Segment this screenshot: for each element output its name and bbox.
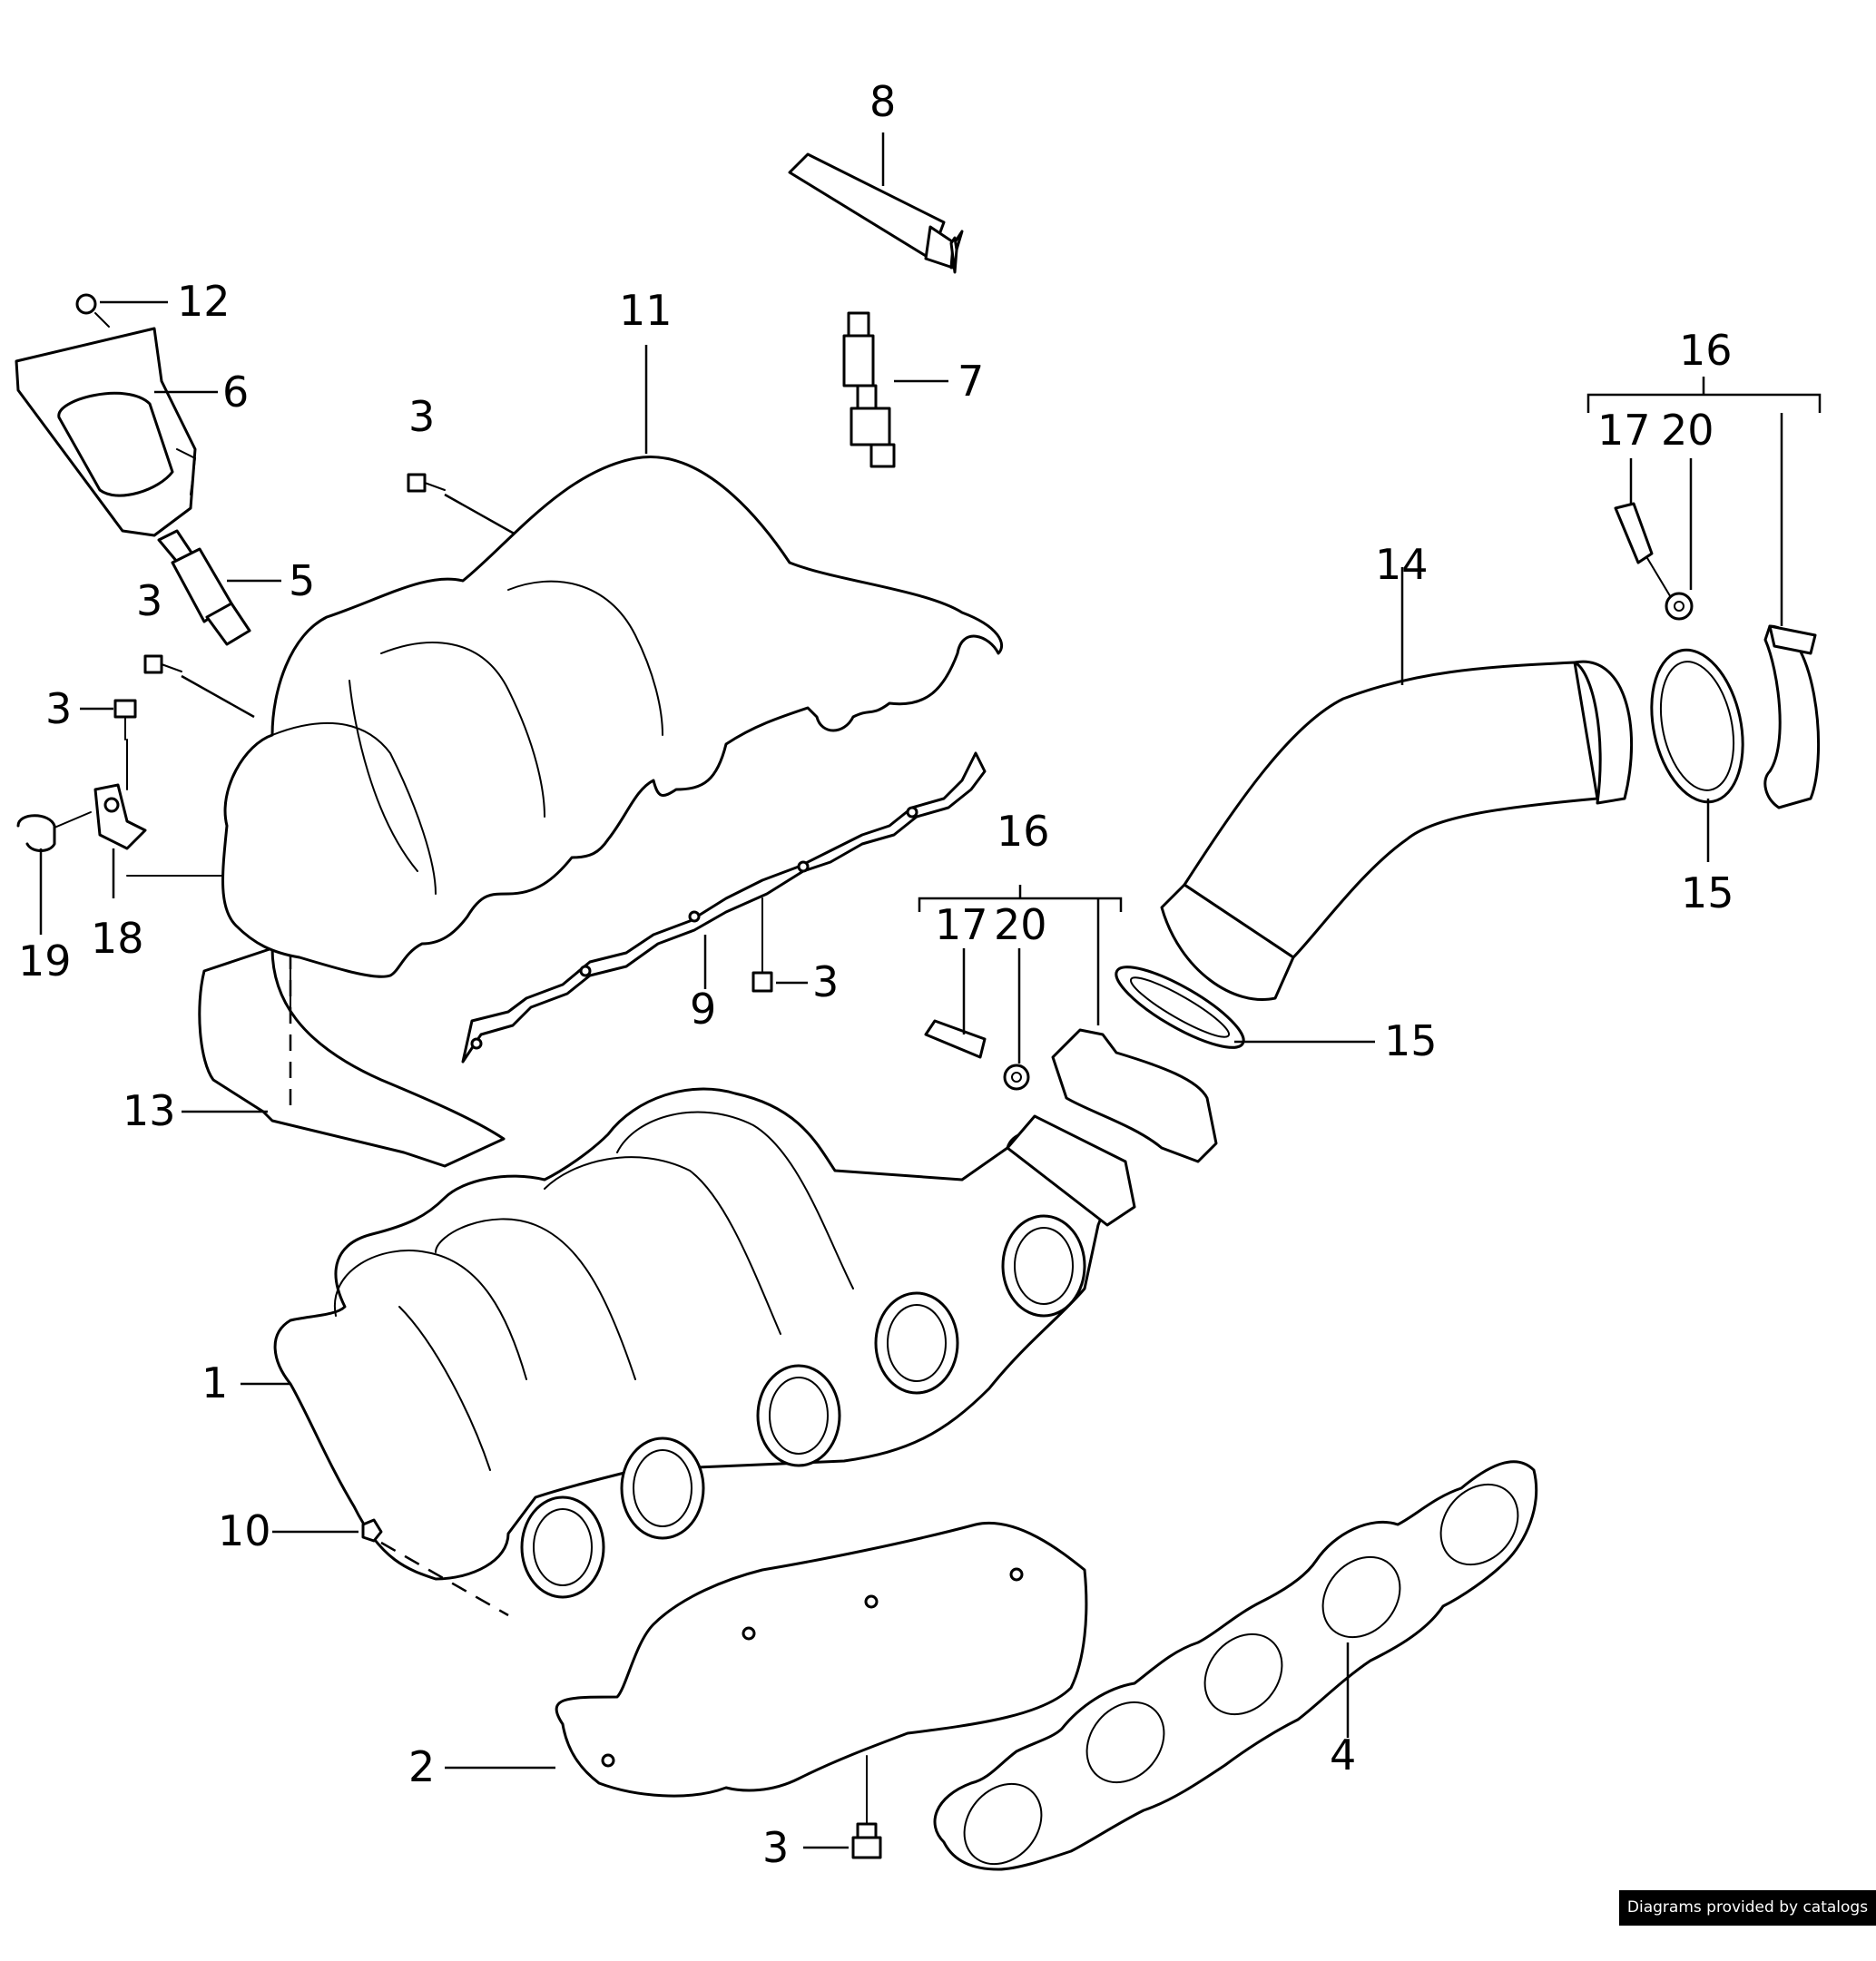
oxygen-sensor-part-7 (842, 311, 896, 468)
gasket-ring-part-15-lower (1115, 966, 1245, 1049)
clamp-right-part (1763, 624, 1820, 809)
manifold-outlet (1006, 1114, 1136, 1227)
callout-8: 8 (869, 77, 896, 126)
manifold-flange-3 (756, 1364, 841, 1467)
callout-20-a: 20 (1661, 406, 1714, 455)
bolt-17-part-b (924, 1019, 987, 1059)
bolt-3-part-e (851, 1822, 882, 1859)
callout-18: 18 (91, 914, 144, 963)
callout-19: 19 (18, 936, 72, 985)
gasket-ring-part-15-upper (1650, 648, 1744, 804)
callout-7: 7 (958, 357, 984, 406)
manifold-flange-2 (620, 1436, 705, 1540)
exhaust-pipe-part-14 (1160, 660, 1634, 1001)
diagram-credit: Diagrams provided by catalogs parts (1619, 1890, 1876, 1952)
bolt-3-part-d (751, 897, 773, 993)
manifold-flange-4 (874, 1291, 959, 1395)
washer-20-part-b (1003, 1064, 1030, 1091)
bolt-3-part-a (407, 473, 446, 493)
sealant-tube-part (788, 152, 964, 274)
callout-5: 5 (289, 556, 315, 605)
bolt-3-part-c (113, 699, 137, 740)
bolt-3-part-b (143, 654, 182, 674)
washer-20-part-a (1665, 592, 1694, 621)
oxygen-sensor-part-5 (157, 529, 251, 646)
heat-shield-bracket-part-6 (15, 327, 197, 537)
callout-16-a: 16 (1679, 326, 1733, 375)
callout-16-b: 16 (997, 807, 1050, 856)
callout-15-a: 15 (1681, 868, 1734, 917)
bracket-part-18 (93, 783, 147, 850)
callout-20-b: 20 (994, 900, 1047, 949)
callout-12: 12 (177, 277, 231, 326)
callout-3-c: 3 (45, 684, 72, 733)
exhaust-manifold-part-1 (273, 1087, 1136, 1599)
clip-part-19 (16, 811, 92, 852)
callout-15-b: 15 (1384, 1016, 1438, 1065)
callout-1: 1 (201, 1358, 228, 1407)
callout-3-b: 3 (136, 576, 162, 625)
callout-17-a: 17 (1597, 406, 1651, 455)
callout-10: 10 (218, 1506, 271, 1555)
clamp-middle-part (1051, 1028, 1218, 1163)
bolt-12-part (75, 293, 110, 328)
callout-3-a: 3 (408, 392, 435, 441)
callout-2: 2 (408, 1742, 435, 1791)
callout-3-e: 3 (762, 1823, 789, 1872)
callout-3-d: 3 (812, 957, 839, 1006)
bolt-17-part-a (1614, 502, 1675, 604)
lower-heat-shield-part-2 (555, 1522, 1088, 1825)
nut-part-10 (361, 1518, 509, 1617)
manifold-flange-5 (1001, 1214, 1086, 1318)
upper-heat-shield-part-11 (221, 455, 1004, 978)
callout-17-b: 17 (935, 900, 988, 949)
callout-11: 11 (619, 286, 673, 335)
callout-4: 4 (1330, 1731, 1356, 1780)
callout-13: 13 (123, 1086, 176, 1135)
manifold-flange-1 (520, 1495, 605, 1599)
callout-6: 6 (222, 368, 249, 417)
gasket-strip-part-9 (461, 751, 987, 1064)
callout-14: 14 (1375, 540, 1429, 589)
manifold-gasket-part-4 (933, 1460, 1538, 1871)
callout-9: 9 (690, 985, 716, 1034)
